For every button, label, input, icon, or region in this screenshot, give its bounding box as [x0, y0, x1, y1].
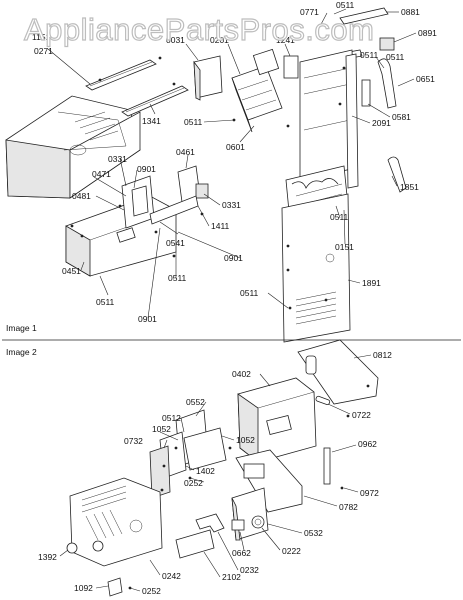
label-1092: 1092: [74, 583, 93, 593]
label-0511-e: 0511: [330, 212, 349, 222]
bar-0962: [323, 447, 331, 485]
pin-0722: [315, 395, 331, 406]
image1-panel: 0511 0881 0771 1241 0891 1151 0271 0031 …: [5, 0, 437, 343]
image2-panel: Image 2: [6, 339, 392, 597]
bracket-0881: [339, 7, 389, 25]
label-0881: 0881: [401, 7, 420, 17]
label-0891: 0891: [418, 28, 437, 38]
label-2091: 2091: [372, 118, 391, 128]
label-0402: 0402: [232, 369, 251, 379]
label-0782: 0782: [339, 502, 358, 512]
bracket-1092: [107, 577, 123, 597]
label-0331-a: 0331: [108, 154, 127, 164]
rail-0271: [85, 59, 157, 91]
label-1241: 1241: [276, 35, 295, 45]
label-2102: 2102: [222, 572, 241, 582]
label-0581: 0581: [392, 112, 411, 122]
pad-2102: [175, 529, 215, 559]
clip-0581: [361, 79, 371, 107]
label-1891: 1891: [362, 278, 381, 288]
label-0552: 0552: [186, 397, 205, 407]
back-panel: [299, 49, 359, 189]
housing-0402: [237, 377, 317, 463]
label-0151: 0151: [335, 242, 354, 252]
clip-0651: [377, 58, 397, 109]
label-0541: 0541: [166, 238, 185, 248]
label-0511-d: 0511: [184, 117, 203, 127]
panel-0782: [235, 449, 303, 513]
label-0252-a: 0252: [184, 478, 203, 488]
label-0031: 0031: [166, 35, 185, 45]
label-1052-a: 1052: [152, 424, 171, 434]
label-0461: 0461: [176, 147, 195, 157]
panel-1891: [281, 193, 351, 343]
watermark: AppliancePartsPros.com: [24, 12, 374, 47]
label-0331-b: 0331: [222, 200, 241, 210]
rail-1341: [121, 85, 189, 117]
labels-image2: 0812 0402 0722 0552 1052 0512 0732 1052 …: [38, 350, 392, 596]
label-1851: 1851: [400, 182, 419, 192]
label-1151: 1151: [32, 32, 51, 42]
label-0511-h: 0511: [96, 297, 115, 307]
tube-1851: [387, 156, 407, 193]
ice-bucket: [5, 95, 141, 199]
label-0771: 0771: [300, 7, 319, 17]
label-0201: 0201: [210, 35, 229, 45]
label-0481: 0481: [72, 191, 91, 201]
label-0511-g: 0511: [240, 288, 259, 298]
label-0222: 0222: [282, 546, 301, 556]
label-0511-a: 0511: [336, 0, 355, 10]
damper-0461: [177, 165, 209, 203]
leaders-image1: [47, 8, 417, 319]
actuator-0532: [231, 487, 269, 541]
label-0732: 0732: [124, 436, 143, 446]
leaders-image2: [59, 354, 372, 592]
label-1341: 1341: [142, 116, 161, 126]
label-1392: 1392: [38, 552, 57, 562]
label-0972: 0972: [360, 488, 379, 498]
label-0511-b: 0511: [360, 50, 379, 60]
ice-maker: [231, 48, 283, 133]
label-1411: 1411: [211, 221, 230, 231]
label-0271: 0271: [34, 46, 53, 56]
label-1052-b: 1052: [236, 435, 255, 445]
label-0601: 0601: [226, 142, 245, 152]
label-0242: 0242: [162, 571, 181, 581]
lever-0232: [195, 513, 225, 533]
label-0511-f: 0511: [168, 273, 187, 283]
label-0901-a: 0901: [137, 164, 156, 174]
label-0232: 0232: [240, 565, 259, 575]
label-0901-b: 0901: [224, 253, 243, 263]
label-0901-c: 0901: [138, 314, 157, 324]
label-0511-c: 0511: [386, 52, 405, 62]
image1-caption: Image 1: [6, 323, 37, 333]
label-0252-b: 0252: [142, 586, 161, 596]
switch-0662: [231, 519, 245, 531]
label-0812: 0812: [373, 350, 392, 360]
image2-caption: Image 2: [6, 347, 37, 357]
label-0451: 0451: [62, 266, 81, 276]
knobs-1392: [66, 540, 104, 554]
label-0651: 0651: [416, 74, 435, 84]
front-panel-0242: [69, 477, 163, 567]
bracket-0471: [121, 175, 155, 229]
bracket-0031: [193, 55, 223, 101]
label-0532: 0532: [304, 528, 323, 538]
label-0662: 0662: [232, 548, 251, 558]
label-0512: 0512: [162, 413, 181, 423]
knob-0222: [251, 515, 265, 529]
label-0962: 0962: [358, 439, 377, 449]
label-0722: 0722: [352, 410, 371, 420]
label-1402: 1402: [196, 466, 215, 476]
labels-image1: 0511 0881 0771 1241 0891 1151 0271 0031 …: [32, 0, 437, 324]
label-0471: 0471: [92, 169, 111, 179]
clip-1241: [283, 55, 299, 79]
cap-0891: [379, 37, 395, 51]
screws-image1: [70, 56, 346, 310]
plate-0812: [297, 339, 379, 405]
dispenser-assembly: [149, 409, 227, 499]
